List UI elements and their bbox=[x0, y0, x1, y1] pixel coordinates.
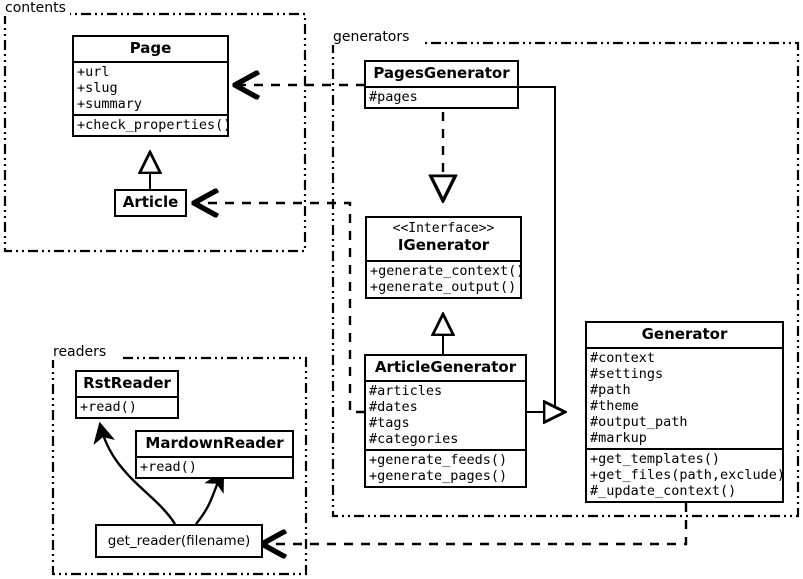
class-title-generator: Generator bbox=[641, 325, 728, 343]
class-box-articlegenerator[interactable]: ArticleGenerator #articles #dates #tags … bbox=[364, 354, 527, 488]
class-box-mardownreader[interactable]: MardownReader +read() bbox=[135, 430, 294, 479]
package-label-readers: readers bbox=[50, 344, 110, 360]
attribute-row: #markup bbox=[590, 430, 647, 446]
method-row: #_update_context() bbox=[590, 483, 737, 499]
class-box-rstreader[interactable]: RstReader +read() bbox=[75, 370, 179, 419]
attribute-row: #theme bbox=[590, 398, 639, 414]
attribute-row: #output_path bbox=[590, 414, 688, 430]
class-box-generator[interactable]: Generator #context #settings #path #them… bbox=[585, 321, 784, 503]
class-box-page[interactable]: Page +url +slug +summary +check_properti… bbox=[72, 35, 229, 137]
method-row: +get_files(path,exclude) bbox=[590, 467, 784, 483]
attribute-row: #settings bbox=[590, 366, 664, 382]
function-box-get-reader[interactable]: get_reader(filename) bbox=[95, 524, 263, 558]
class-title-igenerator: IGenerator bbox=[397, 236, 490, 254]
attribute-row: #context bbox=[590, 350, 656, 366]
attribute-row: #tags bbox=[369, 415, 410, 431]
method-row: +check_properties() bbox=[77, 117, 229, 133]
attribute-row: #pages bbox=[369, 89, 418, 105]
method-row: +generate_pages() bbox=[369, 468, 508, 484]
method-row: +read() bbox=[140, 459, 197, 475]
function-label-get-reader: get_reader(filename) bbox=[107, 533, 251, 549]
class-title-pagesgenerator: PagesGenerator bbox=[373, 64, 510, 82]
class-title-article: Article bbox=[122, 193, 179, 211]
class-box-article[interactable]: Article bbox=[114, 189, 187, 217]
method-row: +generate_output() bbox=[370, 279, 517, 295]
method-row: +generate_feeds() bbox=[369, 452, 508, 468]
attribute-row: +summary bbox=[77, 96, 143, 112]
class-box-igenerator[interactable]: <<Interface>> IGenerator +generate_conte… bbox=[365, 216, 522, 299]
class-methods-rstreader: +read() bbox=[77, 396, 177, 417]
attribute-row: #categories bbox=[369, 431, 459, 447]
attribute-row: #articles bbox=[369, 383, 443, 399]
call-getreader-mardownreader bbox=[195, 472, 223, 525]
attribute-row: +slug bbox=[77, 80, 118, 96]
class-title-page: Page bbox=[129, 39, 172, 57]
class-title-articlegenerator: ArticleGenerator bbox=[374, 358, 517, 376]
class-box-pagesgenerator[interactable]: PagesGenerator #pages bbox=[364, 60, 519, 109]
class-methods-generator: +get_templates() +get_files(path,exclude… bbox=[587, 448, 782, 501]
class-attributes-page: +url +slug +summary bbox=[74, 61, 227, 114]
method-row: +read() bbox=[80, 399, 137, 415]
method-row: +generate_context() bbox=[370, 263, 522, 279]
package-label-generators: generators bbox=[330, 29, 413, 45]
package-label-contents: contents bbox=[2, 0, 69, 16]
method-row: +get_templates() bbox=[590, 451, 721, 467]
class-stereotype-igenerator: <<Interface>> bbox=[392, 221, 495, 236]
class-methods-page: +check_properties() bbox=[74, 114, 227, 135]
class-methods-mardownreader: +read() bbox=[137, 456, 292, 477]
attribute-row: +url bbox=[77, 64, 110, 80]
class-attributes-articlegenerator: #articles #dates #tags #categories bbox=[366, 380, 525, 449]
dependency-articlegenerator-article bbox=[195, 203, 365, 414]
attribute-row: #path bbox=[590, 382, 631, 398]
class-attributes-pagesgenerator: #pages bbox=[366, 86, 517, 107]
class-title-rstreader: RstReader bbox=[83, 374, 171, 392]
class-title-mardownreader: MardownReader bbox=[145, 434, 284, 452]
class-attributes-generator: #context #settings #path #theme #output_… bbox=[587, 347, 782, 448]
attribute-row: #dates bbox=[369, 399, 418, 415]
class-methods-igenerator: +generate_context() +generate_output() bbox=[367, 260, 520, 297]
class-methods-articlegenerator: +generate_feeds() +generate_pages() bbox=[366, 449, 525, 486]
dependency-generator-getreader bbox=[263, 503, 688, 544]
